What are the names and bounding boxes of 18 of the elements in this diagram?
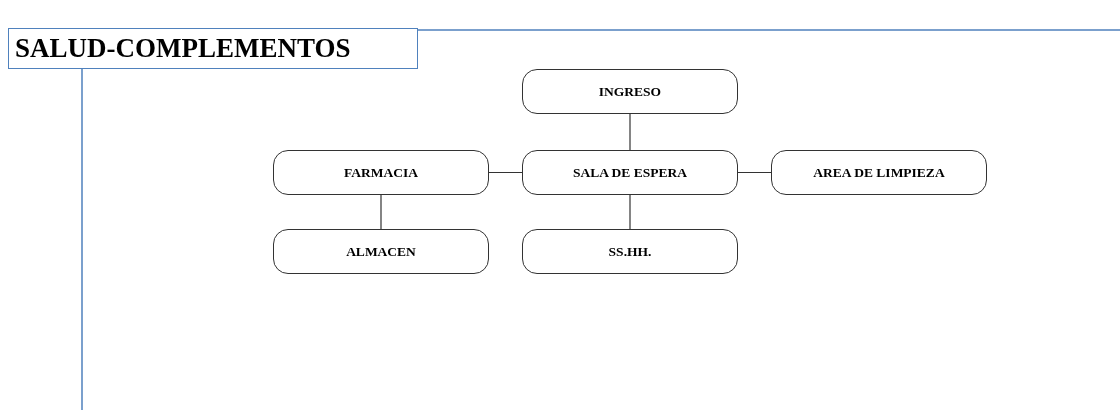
connector-line: [380, 194, 382, 230]
box-label: AREA DE LIMPIEZA: [813, 164, 945, 181]
rounded-box: [273, 150, 489, 195]
connector-line: [737, 171, 772, 174]
rounded-box: [771, 150, 987, 195]
rounded-box: [522, 69, 738, 114]
rounded-box: [273, 229, 489, 274]
connector-line: [488, 171, 523, 174]
connector-line: [629, 113, 631, 151]
connector-line: [629, 194, 631, 230]
rounded-box: [522, 150, 738, 195]
box-label: ALMACEN: [346, 243, 416, 260]
rounded-box: [522, 229, 738, 274]
box-label: SS.HH.: [608, 243, 652, 260]
title: SALUD-COMPLEMENTOS: [8, 28, 418, 69]
box-label: SALA DE ESPERA: [572, 164, 687, 181]
box-label: FARMACIA: [344, 164, 418, 181]
box-label: INGRESO: [598, 83, 662, 100]
